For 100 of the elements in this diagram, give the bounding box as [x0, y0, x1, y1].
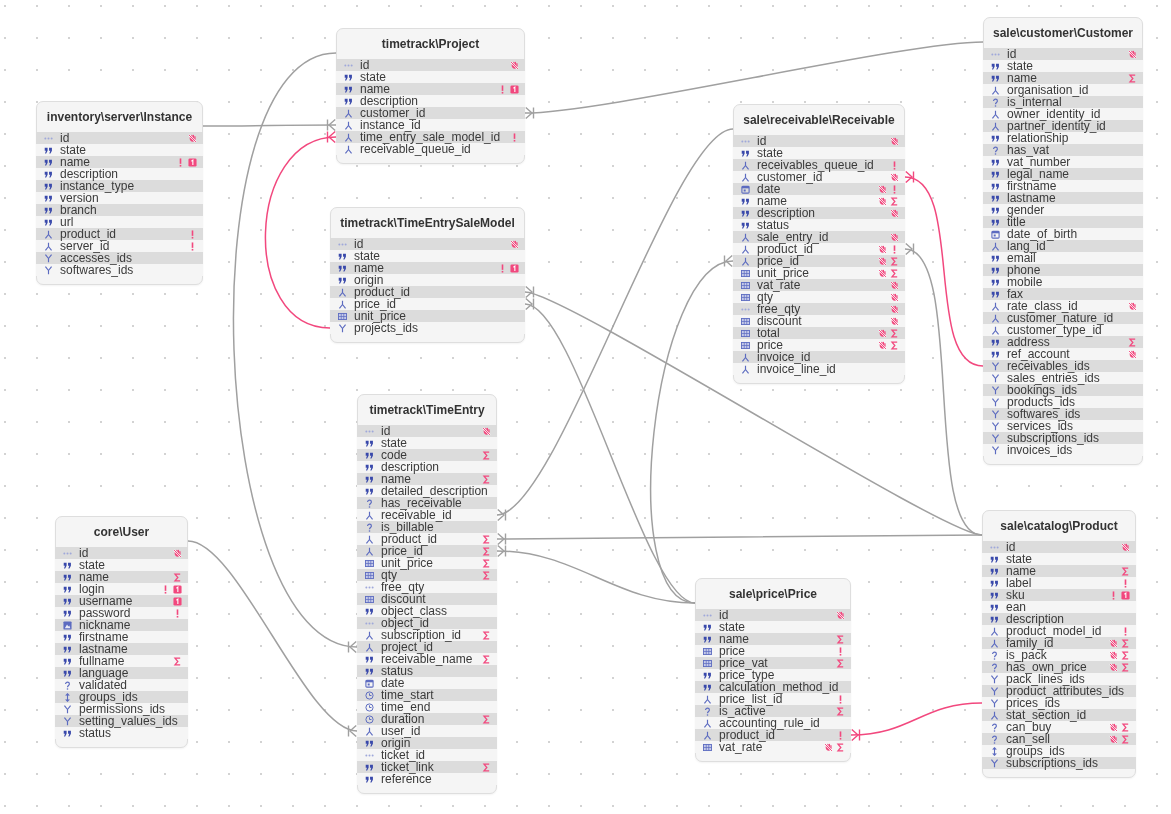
field-row: [330, 250, 525, 262]
field-row: [336, 95, 525, 107]
field-row: [55, 643, 188, 655]
field-name: discount: [757, 314, 802, 327]
entity-table: [36, 101, 203, 285]
field-row: [982, 685, 1136, 697]
field-name: description: [381, 460, 440, 473]
field-name: family_id: [1006, 636, 1054, 649]
entity-table: [695, 578, 851, 762]
field-name: firstname: [1007, 179, 1057, 192]
field-row: [330, 274, 525, 286]
field-name: detailed_description: [381, 484, 488, 497]
field-name: lastname: [79, 642, 128, 655]
field-row: [695, 633, 851, 645]
field-row: [733, 231, 905, 243]
field-name: unit_price: [757, 266, 810, 279]
field-name: total: [757, 326, 780, 339]
field-row: [330, 322, 525, 334]
field-row: [733, 363, 905, 375]
field-name: date: [381, 676, 405, 689]
field-row: [330, 298, 525, 310]
field-name: product_attributes_ids: [1006, 684, 1125, 697]
field-name: object_class: [381, 604, 448, 617]
field-name: product_id: [719, 728, 776, 741]
field-row: [36, 204, 203, 216]
field-name: is_pack: [1006, 648, 1047, 661]
field-name: id: [1007, 47, 1017, 60]
field-row: [357, 557, 497, 569]
field-name: qty: [381, 568, 397, 581]
field-name: address: [1007, 335, 1050, 348]
relationship-line: [850, 702, 983, 742]
field-name: name: [354, 261, 385, 274]
table-title: inventory\server\Instance: [46, 110, 193, 124]
field-name: state: [354, 249, 380, 262]
entity-table: [357, 394, 497, 794]
field-name: subscriptions_ids: [1007, 431, 1100, 444]
field-row: [55, 703, 188, 715]
field-name: invoice_id: [757, 350, 811, 363]
field-name: price_id: [381, 544, 424, 557]
field-row: [695, 705, 851, 717]
field-name: time_start: [381, 688, 434, 701]
field-name: product_id: [381, 532, 438, 545]
field-name: time_end: [381, 700, 431, 713]
field-name: receivable_name: [381, 652, 473, 665]
field-row: [983, 444, 1143, 456]
field-name: id: [1006, 540, 1016, 553]
field-row: [55, 595, 188, 607]
field-row: [983, 252, 1143, 264]
field-row: [733, 147, 905, 159]
field-name: title: [1007, 215, 1026, 228]
field-row: [982, 697, 1136, 709]
field-name: sku: [1006, 588, 1025, 601]
field-row: [36, 180, 203, 192]
field-name: product_id: [354, 285, 411, 298]
field-row: [983, 336, 1143, 348]
field-name: vat_number: [1007, 155, 1071, 168]
field-name: object_id: [381, 616, 430, 629]
table-title: timetrack\TimeEntry: [369, 403, 485, 417]
field-row: [983, 168, 1143, 180]
field-name: date: [757, 182, 781, 195]
field-row: [357, 677, 497, 689]
field-name: name: [60, 155, 91, 168]
field-name: has_own_price: [1006, 660, 1087, 673]
field-name: status: [757, 218, 789, 231]
field-name: state: [1006, 552, 1032, 565]
field-row: [357, 593, 497, 605]
field-row: [982, 553, 1136, 565]
field-row: [983, 276, 1143, 288]
field-name: prices_ids: [1006, 696, 1061, 709]
field-row: [357, 437, 497, 449]
relationship-line: [650, 255, 735, 604]
field-name: receivable_id: [381, 508, 452, 521]
field-name: vat_rate: [719, 740, 763, 753]
field-row: [336, 59, 525, 71]
field-name: softwares_ids: [1007, 407, 1081, 420]
field-row: [983, 132, 1143, 144]
field-name: firstname: [79, 630, 129, 643]
field-row: [983, 348, 1143, 360]
field-name: relationship: [1007, 131, 1069, 144]
field-row: [983, 156, 1143, 168]
field-row: [336, 131, 525, 143]
field-row: [982, 757, 1136, 769]
field-row: [982, 625, 1136, 637]
field-row: [982, 661, 1136, 673]
field-name: id: [360, 58, 370, 71]
field-name: label: [1006, 576, 1032, 589]
field-name: state: [719, 620, 745, 633]
field-name: description: [60, 167, 119, 180]
field-name: mobile: [1007, 275, 1043, 288]
field-row: [982, 709, 1136, 721]
field-row: [55, 583, 188, 595]
field-name: email: [1007, 251, 1036, 264]
field-name: name: [79, 570, 110, 583]
field-name: customer_id: [360, 106, 426, 119]
field-name: id: [719, 608, 729, 621]
field-row: [336, 83, 525, 95]
field-name: price_type: [719, 668, 775, 681]
field-row: [983, 300, 1143, 312]
field-name: origin: [381, 736, 411, 749]
field-name: status: [381, 664, 413, 677]
